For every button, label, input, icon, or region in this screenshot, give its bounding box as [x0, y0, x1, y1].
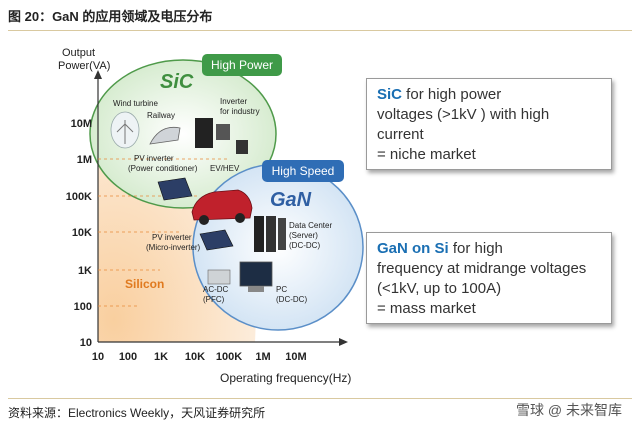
y-tick-1M: 1M — [77, 154, 92, 166]
pc-monitor-icon — [239, 261, 273, 292]
gan-box-line4: = mass market — [377, 300, 476, 317]
label-inverter-industry-1: Inverter — [220, 97, 247, 106]
y-tick-10: 10 — [80, 337, 92, 349]
source-divider — [8, 398, 632, 399]
y-tick-1K: 1K — [78, 265, 92, 277]
y-axis-arrow — [94, 70, 102, 79]
gan-box-highlight: GaN on Si — [377, 240, 449, 257]
y-tick-100: 100 — [74, 301, 92, 313]
sic-box-line2: voltages (>1kV ) with high — [377, 106, 550, 123]
label-pv-inverter-pc-2: (Power conditioner) — [128, 164, 198, 173]
title-divider — [8, 30, 632, 31]
label-ev-hev: EV/HEV — [210, 164, 240, 173]
railway-icon — [149, 126, 181, 145]
high-speed-badge-label: High Speed — [272, 164, 335, 178]
label-data-center-3: (DC-DC) — [289, 241, 320, 250]
watermark: 雪球 @ 未来智库 — [516, 402, 622, 418]
gan-box-line2: frequency at midrange voltages — [377, 260, 587, 277]
high-speed-badge — [262, 160, 344, 182]
label-ac-dc-1: AC-DC — [203, 285, 229, 294]
y-axis-label-line1: Output — [62, 47, 95, 59]
label-pv-inverter-micro-2: (Micro-inverter) — [146, 243, 201, 252]
ev-car-icon — [191, 189, 253, 225]
ac-dc-module-icon — [207, 269, 231, 285]
gan-box-line3: (<1kV, up to 100A) — [377, 280, 502, 297]
y-axis-label-line2: Power(VA) — [58, 60, 110, 72]
inverter-industry-icon — [195, 118, 248, 154]
x-tick-10M: 10M — [285, 351, 306, 363]
gan-box-line1-rest: for high — [448, 240, 503, 257]
application-diagram: Output Power(VA) 10M 1M 100K 10K 1K 100 … — [58, 47, 364, 385]
label-railway: Railway — [147, 111, 175, 120]
sic-box-line4: = niche market — [377, 146, 476, 163]
y-tick-100K: 100K — [66, 191, 92, 203]
high-power-badge-label: High Power — [211, 58, 273, 72]
source-note: 资料来源：Electronics Weekly，天风证券研究所 — [8, 406, 266, 420]
label-wind-turbine: Wind turbine — [113, 99, 158, 108]
wind-turbine-icon — [110, 111, 140, 149]
figure-title: 图 20：GaN 的应用领域及电压分布 — [8, 9, 213, 24]
label-pv-inverter-micro-1: PV inverter — [152, 233, 192, 242]
y-tick-10K: 10K — [72, 227, 92, 239]
label-pc-2: (DC-DC) — [276, 295, 307, 304]
data-center-icon — [254, 216, 286, 252]
x-tick-100: 100 — [119, 351, 137, 363]
label-pc-1: PC — [276, 285, 287, 294]
x-tick-10K: 10K — [185, 351, 205, 363]
label-inverter-industry-2: for industry — [220, 107, 260, 116]
sic-box-line1-rest: for high power — [402, 86, 502, 103]
pv-panel-icon — [157, 177, 193, 201]
gan-description-box: GaN on Si for high frequency at midrange… — [366, 232, 612, 324]
x-tick-10: 10 — [92, 351, 104, 363]
sic-description-box: SiC for high power voltages (>1kV ) with… — [366, 78, 612, 170]
label-ac-dc-2: (PFC) — [203, 295, 225, 304]
silicon-region-label: Silicon — [125, 277, 164, 291]
sic-box-highlight: SiC — [377, 86, 403, 103]
micro-inverter-panel-icon — [199, 229, 234, 251]
x-axis-label: Operating frequency(Hz) — [220, 371, 351, 385]
x-axis-arrow — [339, 338, 348, 346]
label-data-center-1: Data Center — [289, 221, 332, 230]
label-pv-inverter-pc-1: PV inverter — [134, 154, 174, 163]
gan-box-line1: GaN on Si for high — [377, 239, 601, 259]
high-power-badge — [202, 54, 282, 76]
sic-box-line3: current — [377, 126, 424, 143]
x-tick-100K: 100K — [216, 351, 242, 363]
x-tick-1K: 1K — [154, 351, 168, 363]
gan-region-label: GaN — [270, 189, 312, 211]
sic-region-label: SiC — [160, 71, 194, 93]
x-tick-1M: 1M — [255, 351, 270, 363]
sic-box-line1: SiC for high power — [377, 85, 601, 105]
y-tick-10M: 10M — [71, 118, 92, 130]
sic-region — [89, 59, 277, 209]
label-data-center-2: (Server) — [289, 231, 318, 240]
